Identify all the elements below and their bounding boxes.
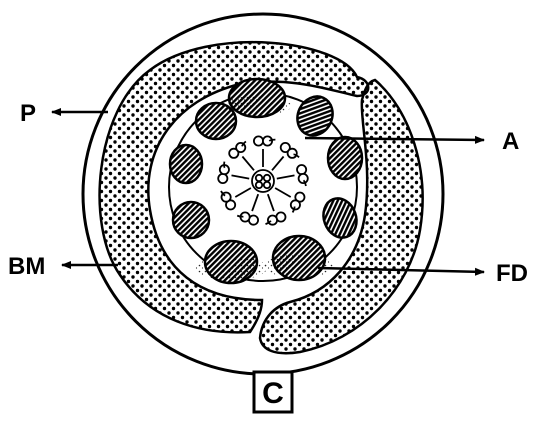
fibre-body [328,137,362,179]
doublet-tubule [291,200,300,209]
label-a: A [502,128,519,155]
label-p: P [20,100,36,127]
label-fd: FD [496,260,528,287]
panel-label: C [262,377,284,410]
dynein-arm [237,216,243,217]
dynein-arm [224,162,225,168]
doublet-tubule [218,174,227,183]
granule-halo [223,96,291,116]
granule-halo [265,254,333,278]
granule-halo [195,256,267,280]
doublet-tubule [297,165,306,174]
label-bm: BM [8,253,45,280]
doublet-tubule [288,149,297,158]
fibre-body [173,202,209,238]
doublet-tubule [254,136,263,145]
fibre-body [170,145,202,183]
doublet-tubule [299,174,308,183]
